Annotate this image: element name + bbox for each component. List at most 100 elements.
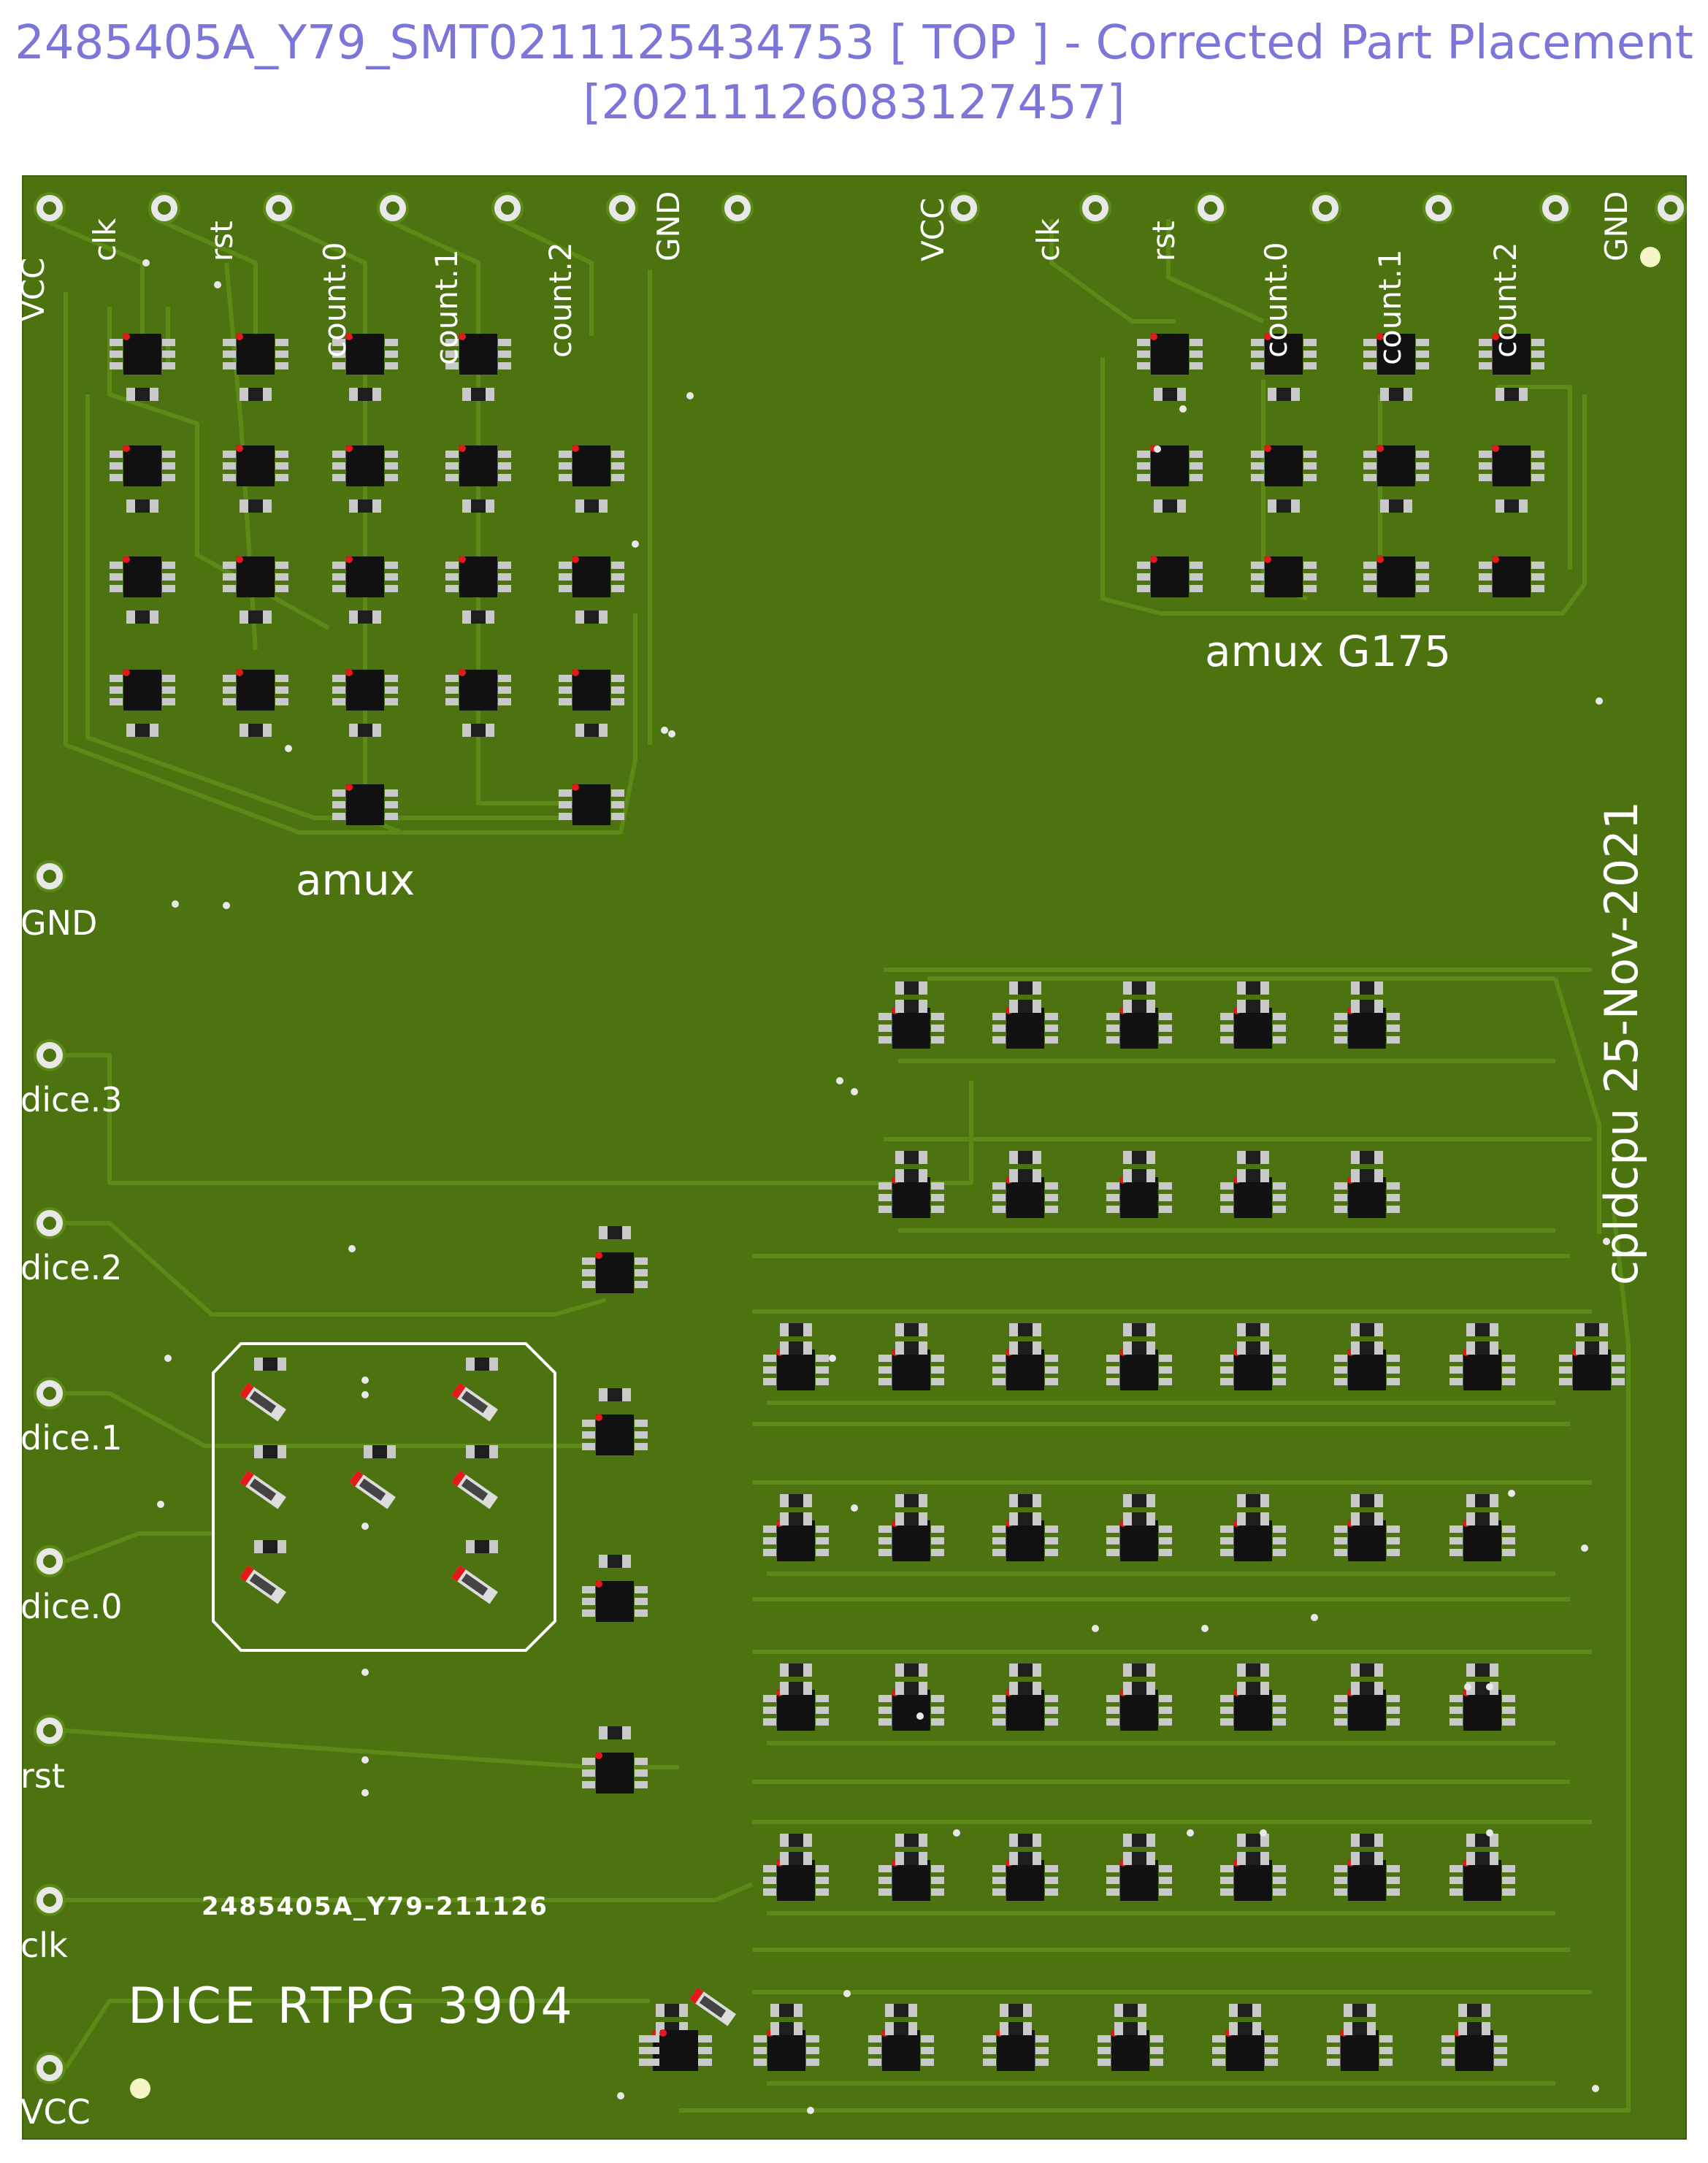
- copper-trace: [277, 221, 367, 336]
- resistor-footprint: [1576, 1323, 1608, 1336]
- resistor-body: [1018, 1151, 1033, 1164]
- led-cluster-outline: [212, 1342, 556, 1652]
- ic-body: [1377, 556, 1415, 597]
- smd-pad: [1251, 451, 1264, 458]
- smd-pad: [162, 339, 175, 346]
- resistor-footprint: [126, 610, 158, 624]
- smd-pad: [770, 2022, 779, 2035]
- smd-pad: [162, 675, 175, 682]
- smd-pad: [349, 610, 358, 624]
- smd-pad: [1490, 1852, 1498, 1865]
- smd-pad: [1146, 1151, 1155, 1164]
- smd-pad: [559, 675, 572, 682]
- smd-pad: [349, 499, 358, 513]
- transistor-footprint: [1220, 1176, 1286, 1218]
- smd-pad: [780, 1834, 789, 1847]
- smd-pad: [1363, 351, 1376, 358]
- smd-pad: [498, 451, 511, 458]
- smd-pad: [1379, 2047, 1393, 2054]
- smd-pad: [1260, 1512, 1269, 1525]
- smd-pad: [921, 2059, 934, 2066]
- smd-pad: [1159, 1549, 1172, 1556]
- transistor-footprint: [559, 445, 624, 486]
- smd-pad: [223, 451, 236, 458]
- smd-pad: [931, 1013, 944, 1020]
- resistor-footprint: [895, 1682, 927, 1695]
- side-pin-hole: [43, 1894, 56, 1907]
- smd-pad: [803, 1834, 812, 1847]
- smd-pad: [931, 1206, 944, 1213]
- header-pin-hole: [1664, 202, 1677, 215]
- resistor-footprint: [780, 1512, 812, 1525]
- smd-pad: [1220, 1378, 1233, 1385]
- smd-pad: [110, 351, 123, 358]
- transistor-footprint: [582, 1752, 648, 1793]
- component-footprints: [110, 333, 1625, 2071]
- resistor-body: [1475, 1834, 1490, 1847]
- copper-trace: [1049, 219, 1176, 324]
- smd-pad: [599, 499, 608, 513]
- smd-pad: [763, 1355, 776, 1362]
- led-cathode: [240, 1382, 254, 1399]
- via: [214, 281, 221, 288]
- pin1-marker: [459, 445, 466, 452]
- smd-pad: [445, 675, 459, 682]
- ic-body: [1006, 1860, 1044, 1901]
- transistor-footprint: [110, 556, 175, 597]
- smd-pad: [895, 1664, 904, 1677]
- resistor-body: [1467, 2004, 1482, 2017]
- smd-pad: [445, 339, 459, 346]
- smd-pad: [816, 1378, 829, 1385]
- smd-pad: [126, 610, 135, 624]
- smd-pad: [1273, 1013, 1286, 1020]
- smd-pad: [332, 562, 345, 569]
- smd-pad: [332, 474, 345, 481]
- resistor-footprint: [1123, 1682, 1155, 1695]
- smd-pad: [611, 562, 624, 569]
- smd-pad: [1220, 1366, 1233, 1374]
- smd-pad: [1251, 339, 1264, 346]
- resistor-footprint: [1154, 499, 1186, 513]
- smd-pad: [1416, 351, 1429, 358]
- resistor-footprint: [1458, 2004, 1490, 2017]
- transistor-footprint: [582, 1252, 648, 1293]
- smd-pad: [1123, 1323, 1132, 1336]
- pin1-marker: [236, 445, 243, 452]
- header-pin-hole: [1204, 202, 1217, 215]
- smd-pad: [1380, 499, 1389, 513]
- smd-pad: [1334, 1355, 1347, 1362]
- led-cathode: [689, 1987, 704, 2004]
- resistor-body: [1246, 1323, 1260, 1336]
- smd-pad: [1098, 2059, 1111, 2066]
- smd-pad: [1045, 1718, 1058, 1726]
- smd-pad: [1351, 1834, 1360, 1847]
- resistor-footprint: [1237, 1000, 1269, 1013]
- smd-pad: [1033, 1323, 1041, 1336]
- resistor-body: [1246, 1512, 1260, 1525]
- resistor-footprint: [780, 1341, 812, 1355]
- smd-pad: [332, 686, 345, 694]
- side-pin-hole: [43, 2061, 56, 2075]
- transistor-footprint: [332, 445, 398, 486]
- header-pin-hole: [158, 202, 171, 215]
- header-pin-hole: [1089, 202, 1102, 215]
- resistor-footprint: [1123, 981, 1155, 995]
- smd-pad: [1374, 1323, 1383, 1336]
- resistor-body: [1246, 1852, 1260, 1865]
- resistor-body: [1467, 2022, 1482, 2035]
- smd-pad: [1479, 562, 1492, 569]
- smd-pad: [1374, 1664, 1383, 1677]
- smd-pad: [1502, 1525, 1515, 1533]
- copper-trace: [66, 1882, 754, 1902]
- resistor-body: [1475, 1494, 1490, 1507]
- via: [632, 540, 639, 548]
- smd-pad: [582, 1586, 595, 1593]
- resistor-footprint: [1000, 2004, 1032, 2017]
- transistor-footprint: [992, 1859, 1058, 1901]
- transistor-footprint: [1251, 333, 1317, 375]
- smd-pad: [1403, 499, 1412, 513]
- smd-pad: [162, 698, 175, 705]
- ic-body: [1265, 445, 1303, 486]
- transistor-footprint: [1559, 1349, 1625, 1390]
- smd-pad: [1009, 1494, 1018, 1507]
